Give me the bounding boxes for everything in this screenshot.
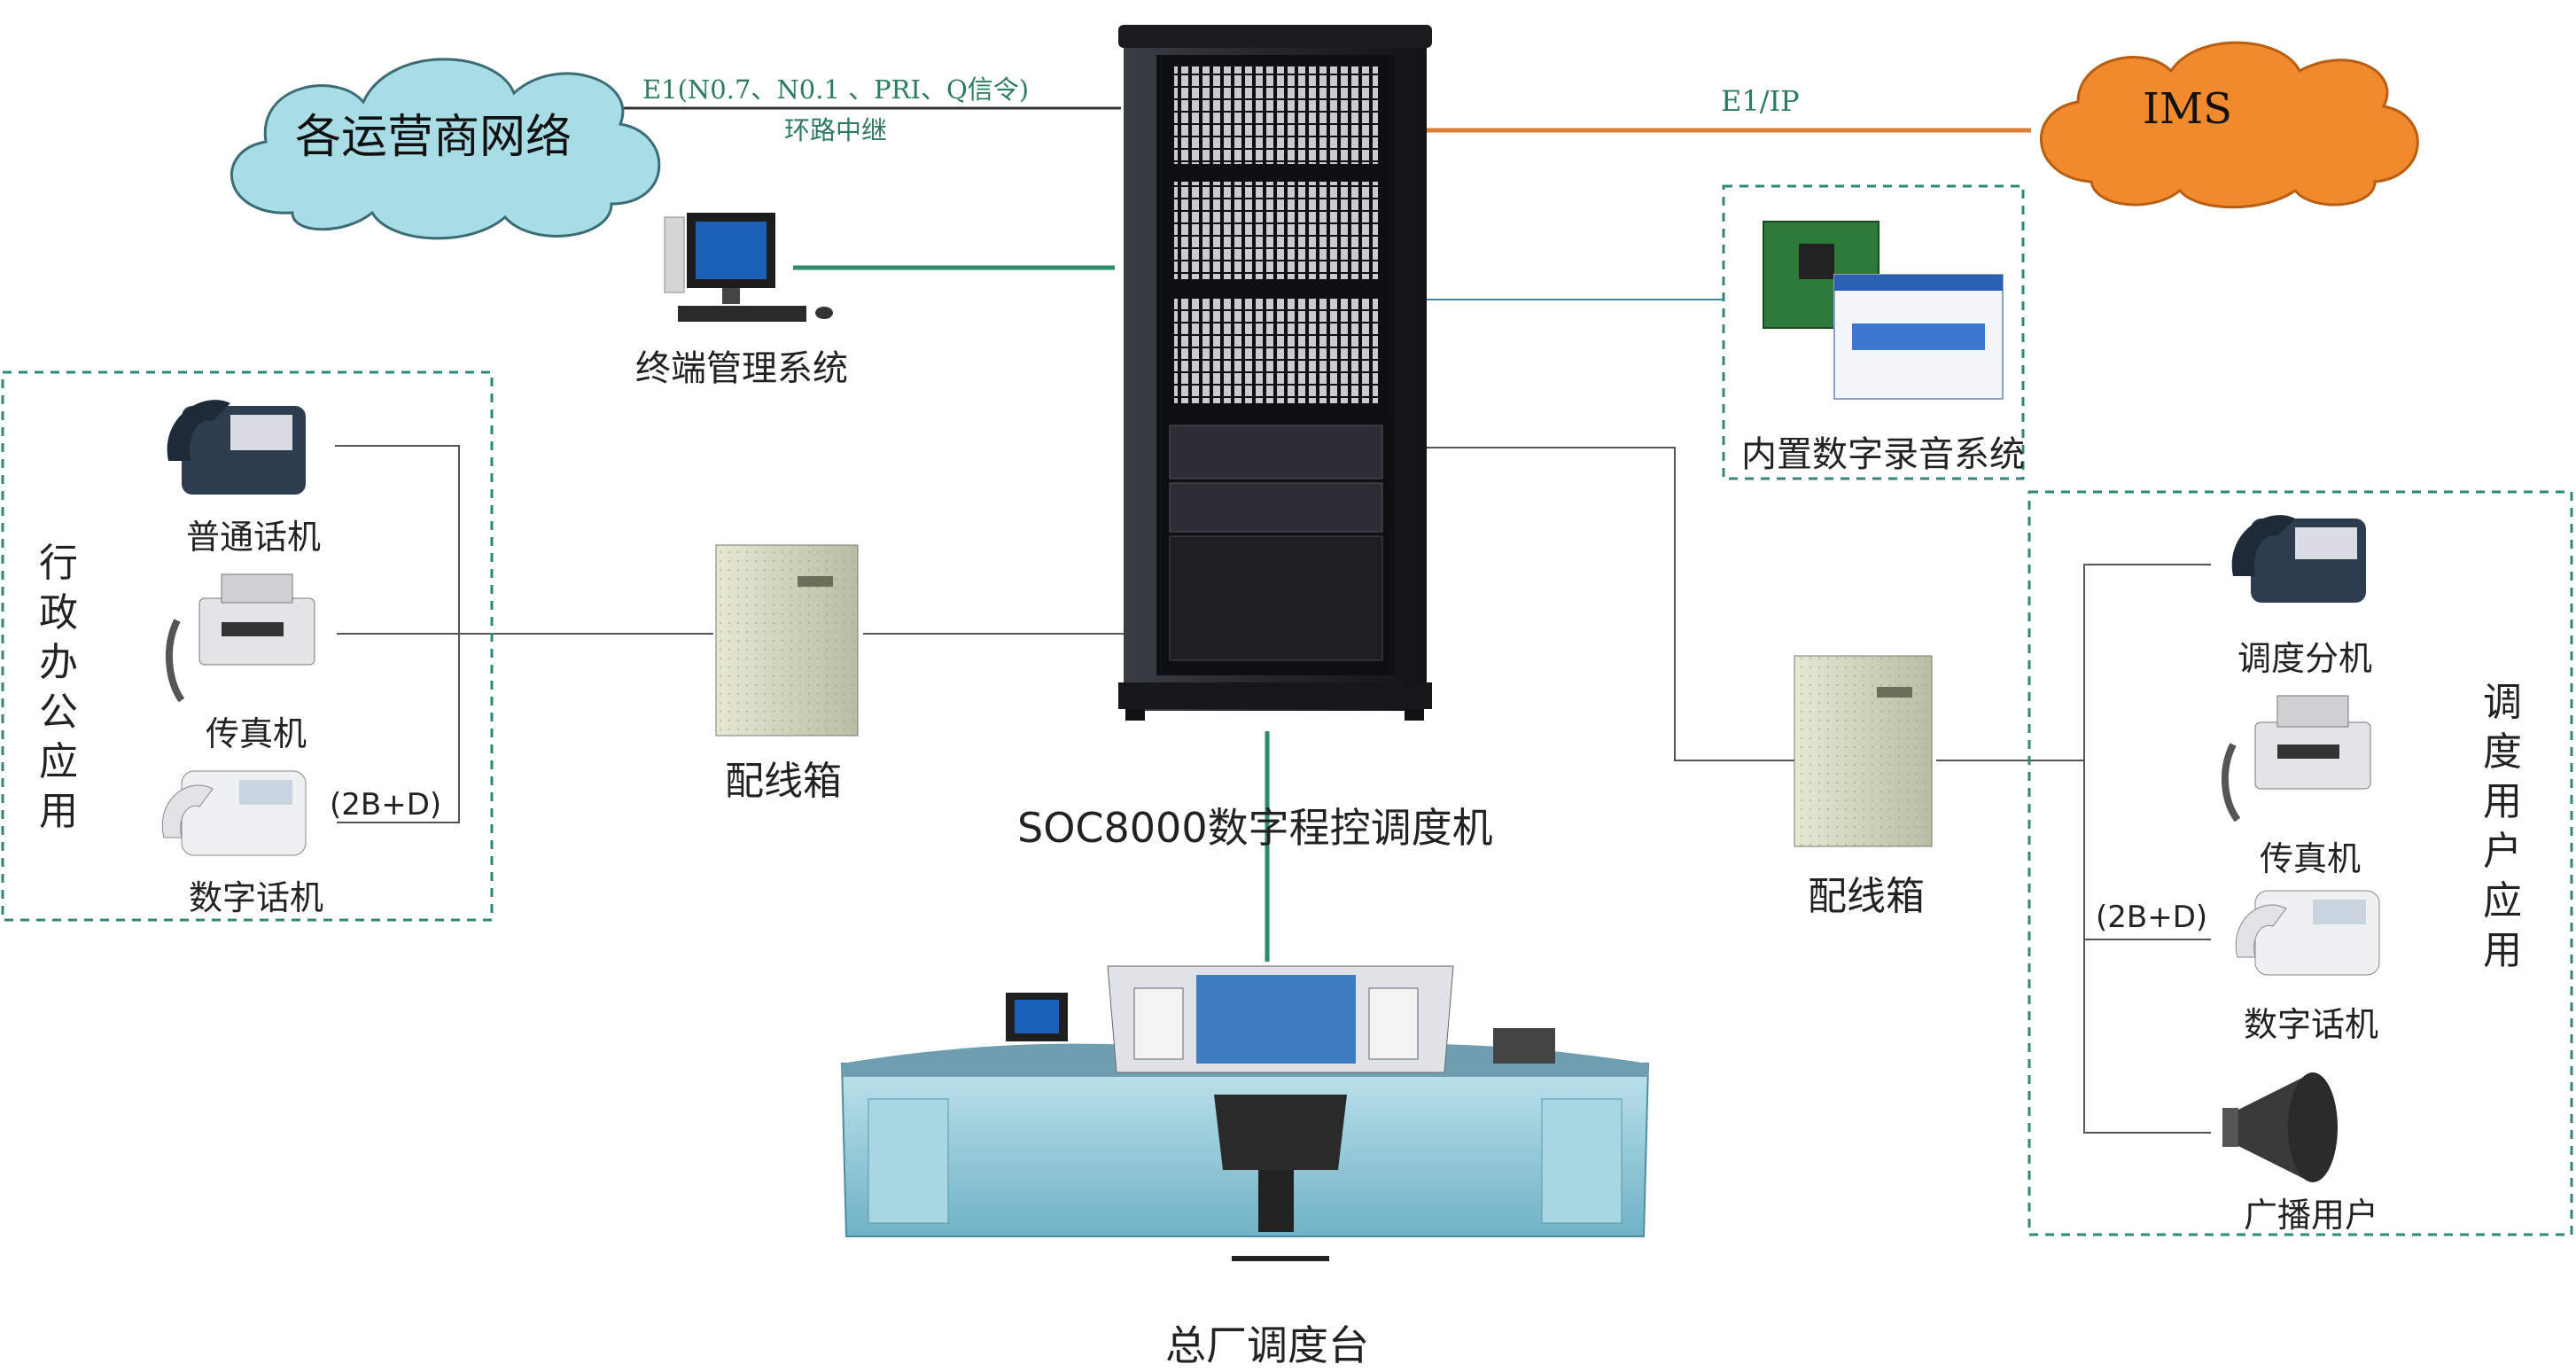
recording-box xyxy=(1722,184,2025,480)
left-fax-label: 传真机 xyxy=(206,714,307,753)
fax-machine-icon xyxy=(165,573,315,703)
cloud-icon xyxy=(230,58,661,240)
distribution-cabinet-icon xyxy=(715,544,859,737)
recording-system-label: 内置数字录音系统 xyxy=(1741,434,2025,475)
dispatch-console-icon xyxy=(840,965,1650,1261)
right-link-note: (2B+D) xyxy=(2096,900,2208,935)
left-phone-label: 普通话机 xyxy=(186,518,322,557)
distribution-cabinet-icon xyxy=(1794,655,1933,847)
desk-phone-icon xyxy=(167,400,306,495)
right-digital-phone-label: 数字话机 xyxy=(2244,1005,2379,1044)
recording-card-icon xyxy=(1763,221,2004,400)
left-digital-phone-label: 数字话机 xyxy=(189,878,324,917)
desk-phone-icon xyxy=(2231,515,2366,603)
right-group-title: 调度用户应用 xyxy=(2483,680,2522,973)
digital-phone-icon xyxy=(161,770,307,856)
left-group-box xyxy=(1,370,494,922)
ims-cloud-icon xyxy=(2039,41,2419,209)
carrier-network-label: 各运营商网络 xyxy=(295,111,572,164)
right-broadcast-label: 广播用户 xyxy=(2244,1196,2379,1235)
right-cabinet-label: 配线箱 xyxy=(1808,874,1925,919)
connection-lines xyxy=(335,106,2211,1134)
ims-label: IMS xyxy=(2143,84,2232,134)
left-cabinet-label: 配线箱 xyxy=(725,759,842,804)
ims-link-label: E1/IP xyxy=(1721,84,1800,118)
server-rack-icon xyxy=(1118,25,1432,721)
computer-icon xyxy=(664,213,833,322)
fax-machine-icon xyxy=(2221,695,2371,822)
right-cabinet-line xyxy=(1422,447,1812,761)
right-bus-line xyxy=(2083,564,2211,1134)
loudspeaker-icon xyxy=(2222,1072,2338,1182)
loop-trunk-label: 环路中继 xyxy=(784,115,888,145)
left-group-title: 行政办公应用 xyxy=(39,541,78,834)
left-link-note: (2B+D) xyxy=(330,787,442,822)
right-group-box xyxy=(2027,490,2573,1236)
trunk-signaling-label: E1(N0.7、N0.1 、PRI、Q信令) xyxy=(642,74,1030,105)
terminal-mgmt-label: 终端管理系统 xyxy=(635,348,848,389)
right-dispatch-ext-label: 调度分机 xyxy=(2237,639,2373,678)
switch-name-label: SOC8000数字程控调度机 xyxy=(1017,804,1493,852)
console-label: 总厂调度台 xyxy=(1165,1321,1369,1369)
digital-phone-icon xyxy=(2235,890,2380,976)
left-bus-line xyxy=(335,445,460,823)
right-fax-label: 传真机 xyxy=(2260,839,2362,878)
